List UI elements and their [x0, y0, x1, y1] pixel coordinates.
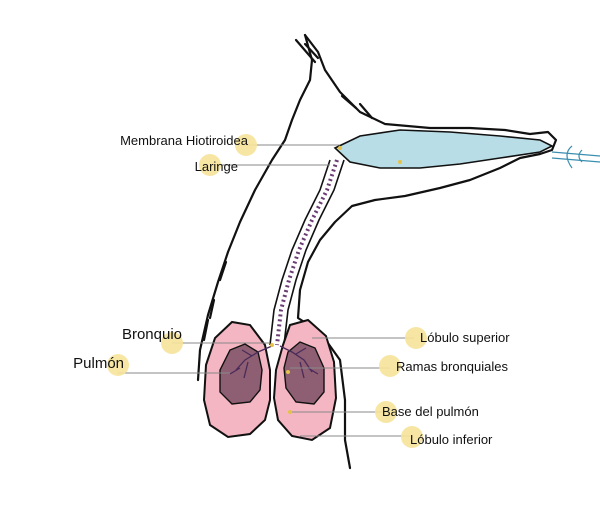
trachea-rings [275, 159, 339, 346]
marker-dots [107, 134, 427, 448]
muzzle-tip-icon [551, 145, 600, 169]
label-lobulo-inferior: Lóbulo inferior [410, 432, 493, 447]
larynx-chamber [333, 129, 554, 169]
left-lung [202, 320, 271, 439]
label-bronquio: Bronquio [121, 326, 182, 343]
label-pulmon: Pulmón [73, 355, 124, 372]
label-base-del-pulmon: Base del pulmón [382, 404, 479, 419]
label-membrana-hiotiroidea: Membrana Hiotiroidea [120, 133, 248, 148]
right-lung [272, 318, 338, 442]
label-laringe: Laringe [194, 159, 238, 174]
body-outline [196, 33, 558, 470]
label-ramas-bronquiales: Ramas bronquiales [396, 359, 509, 374]
trachea [269, 159, 331, 346]
label-lobulo-superior: Lóbulo superior [420, 330, 510, 345]
bronchial-branches [229, 345, 319, 379]
leader-lines [118, 144, 414, 437]
